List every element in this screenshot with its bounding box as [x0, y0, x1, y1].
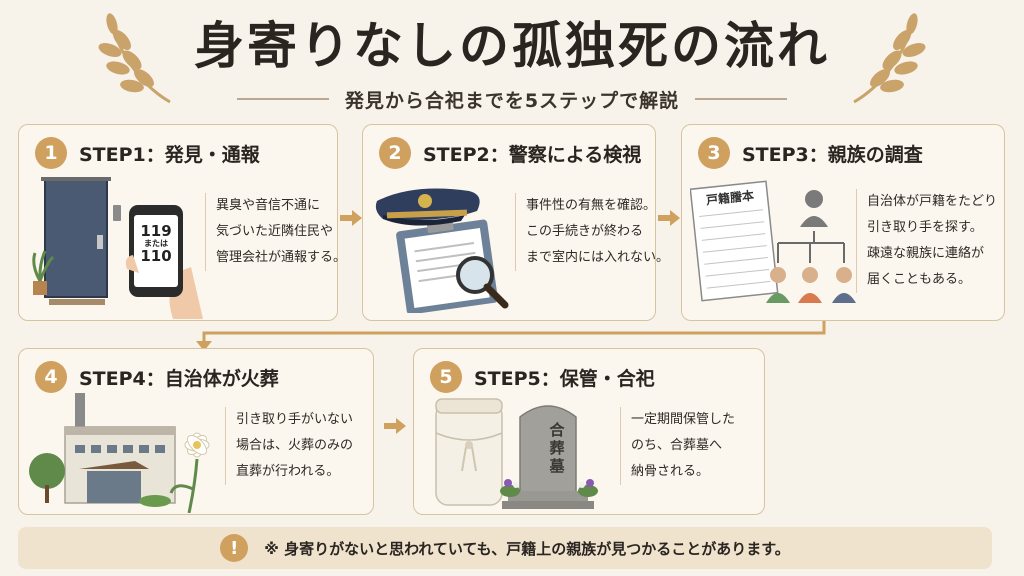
phone-number-110: 110	[140, 247, 172, 266]
desc-line: 自治体が戸籍をたどり	[867, 194, 998, 209]
door-phone-icon	[32, 177, 203, 319]
laurel-right-icon	[853, 13, 926, 104]
note-bar: ! ※ 身寄りがないと思われていても、戸籍上の親族が見つかることがあります。	[18, 527, 992, 569]
tomb-label: 合 葬 墓	[542, 421, 572, 475]
desc-line: 引き取り手がいない	[236, 412, 354, 427]
subtitle-line-right	[695, 98, 788, 100]
step-title: STEP1：発見・通報	[79, 143, 260, 166]
subtitle-row: 発見から合祀までを5ステップで解説	[0, 86, 1024, 112]
step-card-3: 3 STEP3：親族の調査 戸籍謄本 自治体が戸籍をたどり 引き取り手を探す。 …	[681, 124, 1005, 321]
note-text: ※ 身寄りがないと思われていても、戸籍上の親族が見つかることがあります。	[264, 539, 790, 558]
page-title: 身寄りなしの孤独死の流れ	[194, 17, 830, 75]
step-card-4: 4 STEP4：自治体が火葬 引き取り手がいない 場合は、火葬のみの 直葬が行わ…	[18, 348, 374, 515]
step-1-header: 1 STEP1：発見・通報	[35, 137, 260, 169]
laurel-left-icon	[98, 13, 171, 104]
desc-line: 管理会社が通報する。	[216, 250, 347, 265]
step-title: STEP2：警察による検視	[423, 143, 642, 166]
desc-line: 事件性の有無を確認。	[526, 198, 657, 213]
step-2-header: 2 STEP2：警察による検視	[379, 137, 641, 169]
step-number-badge: 4	[35, 361, 67, 393]
step-card-5: 5 STEP5：保管・合祀 合 葬 墓 一定期間保管した のち、合葬墓へ 納骨さ…	[413, 348, 765, 515]
desc-line: この手続きが終わる	[526, 224, 644, 239]
desc-line: まで室内には入れない。	[526, 250, 670, 265]
arrow-right-icon	[340, 210, 362, 226]
desc-line: 納骨される。	[631, 464, 710, 479]
phone-screen-text: 119 または 110	[134, 223, 178, 265]
step-description: 異臭や音信不通に 気づいた近隣住民や 管理会社が通報する。	[205, 193, 346, 271]
step-description: 一定期間保管した のち、合葬墓へ 納骨される。	[620, 407, 735, 485]
urn-tomb-icon	[435, 398, 598, 509]
phone-number-119: 119	[140, 222, 172, 240]
step-description: 引き取り手がいない 場合は、火葬のみの 直葬が行われる。	[225, 407, 353, 485]
step-title: STEP4：自治体が火葬	[79, 367, 279, 390]
tomb-char: 葬	[549, 439, 565, 457]
desc-line: 気づいた近隣住民や	[216, 224, 334, 239]
desc-line: 場合は、火葬のみの	[236, 438, 354, 453]
desc-line: 届くこともある。	[867, 272, 972, 287]
arrow-right-icon	[384, 418, 406, 434]
step-number-badge: 2	[379, 137, 411, 169]
step-description: 事件性の有無を確認。 この手続きが終わる まで室内には入れない。	[515, 193, 669, 271]
step-3-header: 3 STEP3：親族の調査	[698, 137, 923, 169]
tomb-char: 墓	[549, 457, 565, 475]
desc-line: 一定期間保管した	[631, 412, 736, 427]
step-number-badge: 5	[430, 361, 462, 393]
desc-line: 疎遠な親族に連絡が	[867, 246, 985, 261]
exclamation-icon: !	[220, 534, 249, 562]
step-title: STEP5：保管・合祀	[474, 367, 655, 390]
family-register-tree-icon	[690, 180, 856, 303]
tomb-char: 合	[549, 421, 565, 439]
crematorium-flower-icon	[29, 393, 210, 513]
step-title: STEP3：親族の調査	[742, 143, 923, 166]
desc-line: 異臭や音信不通に	[216, 198, 321, 213]
step-number-badge: 1	[35, 137, 67, 169]
subtitle-line-left	[236, 98, 329, 100]
step-description: 自治体が戸籍をたどり 引き取り手を探す。 疎遠な親族に連絡が 届くこともある。	[856, 189, 997, 293]
step-number-badge: 3	[698, 137, 730, 169]
step-5-header: 5 STEP5：保管・合祀	[430, 361, 655, 393]
police-cap-clipboard-icon	[375, 188, 509, 313]
step-card-1: 1 STEP1：発見・通報 119 または 110 異臭や音信不通に 気づいた近…	[18, 124, 346, 321]
page-subtitle: 発見から合祀までを5ステップで解説	[344, 89, 680, 112]
phone-or-text: または	[144, 238, 168, 248]
desc-line: 引き取り手を探す。	[867, 220, 983, 235]
desc-line: 直葬が行われる。	[236, 464, 340, 479]
header: 身寄りなしの孤独死の流れ 発見から合祀までを5ステップで解説	[0, 0, 1024, 118]
arrow-right-icon	[658, 210, 680, 226]
desc-line: のち、合葬墓へ	[631, 438, 723, 453]
step-card-2: 2 STEP2：警察による検視 事件性の有無を確認。 この手続きが終わる まで室…	[362, 124, 669, 321]
connector-arrow-icon	[196, 321, 826, 351]
step-4-header: 4 STEP4：自治体が火葬	[35, 361, 279, 393]
